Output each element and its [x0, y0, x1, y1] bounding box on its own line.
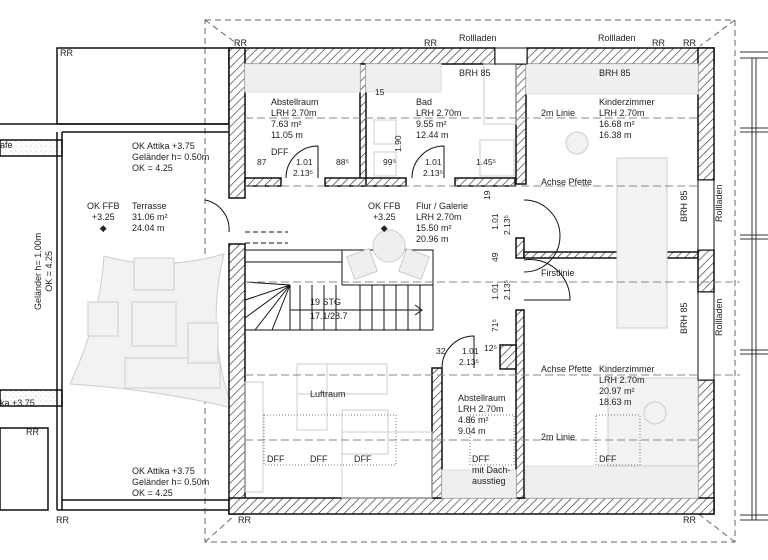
- dim: 88⁵: [336, 157, 349, 167]
- dim: 87: [257, 157, 267, 167]
- dim: 15: [375, 87, 385, 97]
- brh-label: BRH 85: [459, 68, 491, 78]
- line-2m: 2m Linie: [541, 432, 576, 442]
- dff-label: DFF: [267, 454, 285, 464]
- dim: 2.13⁵: [293, 168, 314, 178]
- dim: 2.13⁵: [459, 357, 480, 367]
- room-kinderzimmer-sued: Kinderzimmer LRH 2.70m 20.97 m² 18.63 m: [599, 364, 655, 407]
- dim: 99⁵: [383, 157, 396, 167]
- brh-label: BRH 85: [679, 302, 689, 334]
- dim: 19: [482, 190, 492, 200]
- dim: 49: [490, 252, 500, 262]
- attika-top-label: OK Attika +3.75 Geländer h= 0.50m OK = 4…: [132, 141, 210, 173]
- room-kinderzimmer-nord: Kinderzimmer LRH 2.70m 16.68 m² 16.38 m: [599, 97, 655, 140]
- dim: 32: [436, 346, 446, 356]
- attika-partial-label: ka +3.75: [0, 398, 35, 408]
- rr-label: RR: [26, 427, 39, 437]
- dim: 2.13⁵: [502, 279, 512, 300]
- stair-ratio: 17.1/28.7: [310, 311, 348, 321]
- rr-label: RR: [56, 515, 69, 525]
- dim: 1.01: [296, 157, 313, 167]
- room-terrasse: Terrasse 31.06 m² 24.04 m: [132, 201, 168, 233]
- exterior-walls: [228, 47, 715, 515]
- line-first: Firstlinie: [541, 268, 575, 278]
- dim: 71⁵: [490, 319, 500, 332]
- brh-label: BRH 85: [599, 68, 631, 78]
- line-achse: Achse Pfette: [541, 177, 593, 187]
- dff-markers: [263, 414, 641, 466]
- staircase: [244, 249, 434, 331]
- brh-label: BRH 85: [679, 190, 689, 222]
- room-abstellraum-sued: Abstellraum LRH 2.70m 4.86 m² 9.04 m: [458, 393, 506, 436]
- gallery-railing: [245, 231, 288, 244]
- rr-label: RR: [683, 38, 696, 48]
- dim: 1.45⁵: [476, 157, 497, 167]
- axis-lines: [245, 117, 740, 441]
- terrace-outline: [0, 47, 230, 511]
- partial-label: afe: [0, 140, 13, 150]
- low-ceiling-zones: [244, 63, 699, 499]
- luftraum-furniture: [244, 363, 433, 499]
- ffb-flur: OK FFB +3.25 ◆: [368, 201, 401, 233]
- line-achse: Achse Pfette: [541, 364, 593, 374]
- rollladen-label: Rollladen: [714, 184, 724, 222]
- rr-label: RR: [683, 515, 696, 525]
- facade-right: [740, 51, 768, 521]
- rollladen-label: Rollladen: [598, 33, 636, 43]
- flur-furniture: [345, 229, 431, 281]
- room-abstellraum-nord: Abstellraum LRH 2.70m 7.63 m² 11.05 m DF…: [271, 97, 319, 157]
- rr-label: RR: [234, 38, 247, 48]
- dim: 2.13⁵: [423, 168, 444, 178]
- dff-label: DFF: [599, 454, 617, 464]
- dim: 12⁵: [484, 343, 497, 353]
- room-luftraum: Luftraum: [310, 389, 346, 399]
- dff-dachausstieg: DFF mit Dach- ausstieg: [472, 454, 511, 486]
- rr-label: RR: [652, 38, 665, 48]
- stair-steps: 19 STG: [310, 297, 342, 307]
- windows: [494, 47, 715, 381]
- gelaender-side-label: Geländer h= 1.00m OK = 4.25: [33, 232, 54, 310]
- room-flur: Flur / Galerie LRH 2.70m 15.50 m² 20.96 …: [416, 201, 469, 244]
- dff-label: DFF: [310, 454, 328, 464]
- dim: 1.90: [393, 135, 403, 152]
- dim: 1.01: [425, 157, 442, 167]
- terrace-furniture: [69, 253, 233, 409]
- rr-label: RR: [60, 48, 73, 58]
- dim: 1.01: [490, 283, 500, 300]
- line-2m: 2m Linie: [541, 108, 576, 118]
- rollladen-label: Rollladen: [714, 298, 724, 336]
- rollladen-label: Rollladen: [459, 33, 497, 43]
- interior-walls: [244, 63, 699, 499]
- dim: 1.01: [490, 213, 500, 230]
- attika-bottom-label: OK Attika +3.75 Geländer h= 0.50m OK = 4…: [132, 466, 210, 498]
- rr-label: RR: [238, 515, 251, 525]
- dim: 2.13⁵: [502, 214, 512, 235]
- ffb-terrasse: OK FFB +3.25 ◆: [87, 201, 120, 233]
- dim: 1.01: [462, 346, 479, 356]
- doors: [204, 145, 571, 369]
- bath-fixtures: [373, 63, 517, 177]
- room-bad: Bad LRH 2.70m 9.55 m² 12.44 m: [416, 97, 462, 140]
- rr-label: RR: [424, 38, 437, 48]
- dff-label: DFF: [354, 454, 372, 464]
